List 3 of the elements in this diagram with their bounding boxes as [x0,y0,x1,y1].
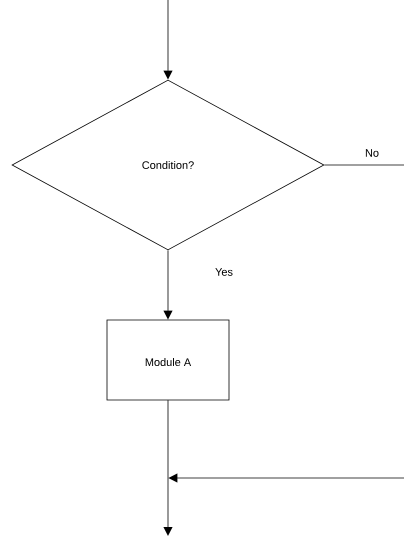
edge-label: Yes [214,267,234,277]
process-box: Module A [106,320,230,400]
edge-label: No [364,148,380,158]
